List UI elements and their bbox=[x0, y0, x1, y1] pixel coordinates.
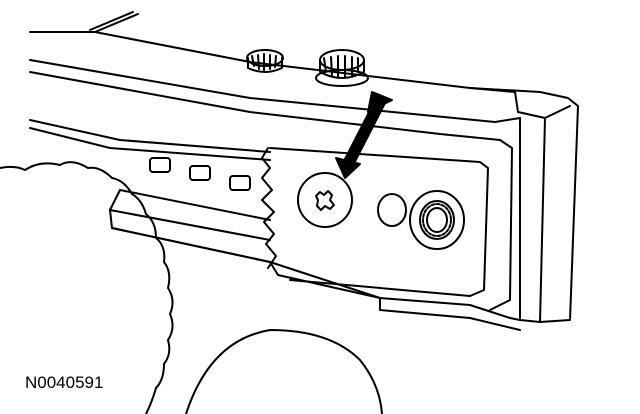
top-bolt-right bbox=[315, 49, 369, 87]
callout-arrow bbox=[335, 91, 393, 179]
torx-screw bbox=[297, 172, 353, 228]
lower-wheel-outline bbox=[185, 329, 383, 414]
stepped-edge bbox=[261, 147, 277, 269]
plain-hole bbox=[377, 193, 407, 227]
threaded-hole bbox=[409, 190, 465, 250]
figure-id-label: N0040591 bbox=[25, 373, 104, 392]
top-rail bbox=[89, 11, 139, 33]
slots bbox=[149, 157, 251, 191]
top-bolt-left bbox=[246, 49, 284, 73]
bracket-body bbox=[29, 31, 579, 331]
sprocket-wheel bbox=[0, 161, 174, 414]
